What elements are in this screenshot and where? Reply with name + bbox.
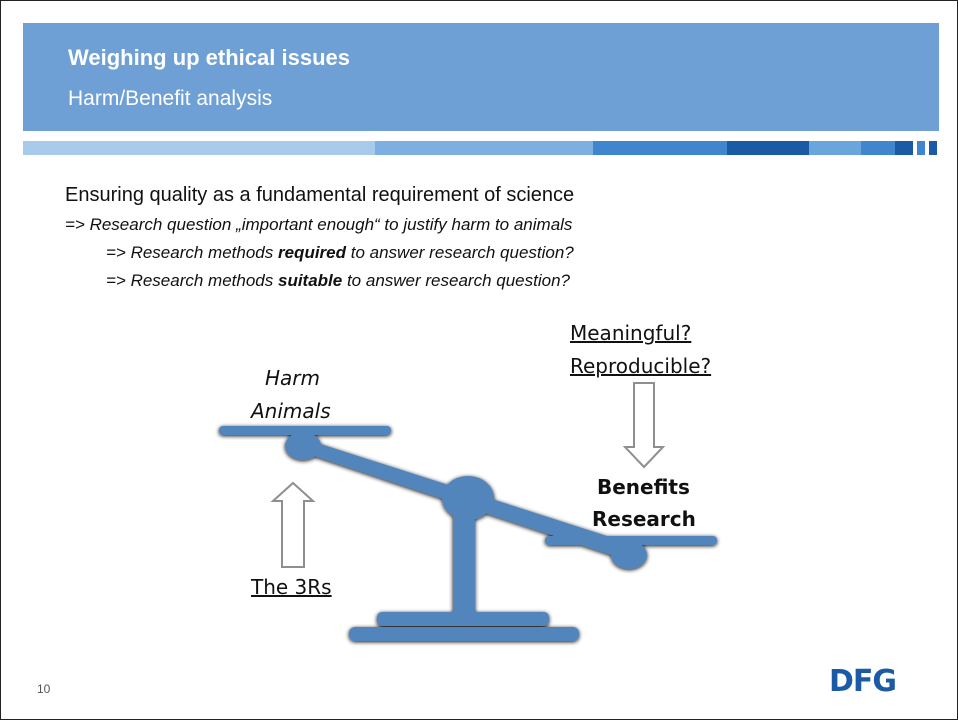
arrow-up-icon [270, 481, 316, 568]
bullet-research-question: => Research question „important enough“ … [65, 215, 573, 234]
arrow-down-icon [622, 382, 666, 469]
bullet-methods-suitable: => Research methods suitable to answer r… [106, 271, 570, 290]
benefits-label: Benefits [597, 475, 690, 499]
slide-subtitle: Harm/Benefit analysis [68, 87, 273, 110]
header-banner: Weighing up ethical issues Harm/Benefit … [23, 23, 939, 131]
main-statement: Ensuring quality as a fundamental requir… [65, 184, 575, 206]
reproducible-label: Reproducible? [570, 354, 712, 378]
meaningful-label: Meaningful? [570, 321, 692, 345]
slide-title: Weighing up ethical issues [68, 45, 350, 70]
research-label: Research [592, 507, 696, 531]
page-number: 10 [37, 682, 51, 696]
animals-label: Animals [251, 399, 331, 423]
harm-label: Harm [265, 366, 320, 390]
three-rs-label: The 3Rs [251, 575, 332, 599]
bullet-methods-required: => Research methods required to answer r… [106, 243, 574, 262]
